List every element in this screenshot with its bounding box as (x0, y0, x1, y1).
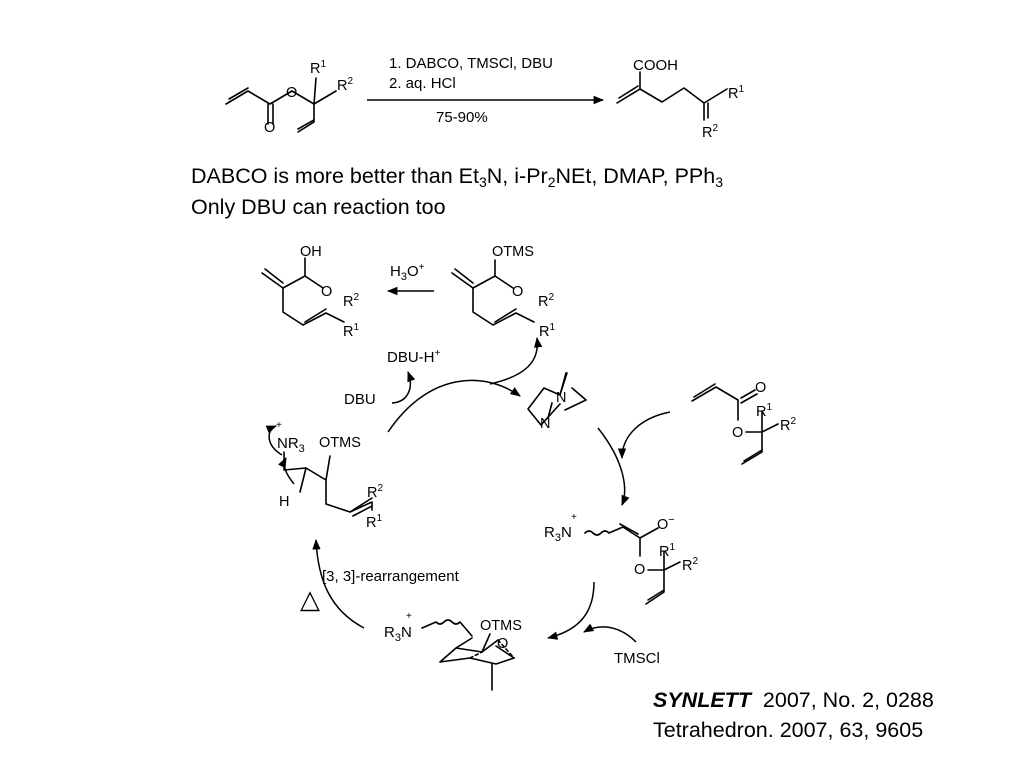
carbonyl-oxygen-label: O (264, 120, 275, 136)
dbu-h-label: DBU-H+ (387, 348, 441, 366)
ts-otms-label: OTMS (480, 618, 522, 634)
note-sub-3: 3 (715, 174, 724, 190)
left-r1-label: R1 (366, 513, 382, 531)
reference-line-1: SYNLETT 2007, No. 2, 0288 (653, 686, 934, 714)
silyl-ester-intermediate: OTMS O R2 R1 (451, 244, 555, 340)
substrate-r2-label: R2 (780, 416, 796, 434)
ester-oxygen-label: O (286, 85, 297, 101)
substrate-o-label: O (755, 380, 766, 396)
michael-addition-arrow (597, 427, 630, 506)
product-acid: COOH R1 R2 (616, 57, 744, 141)
enolate-charge-plus: + (571, 512, 577, 523)
ammonium-enolate: R3N + O− O R1 R2 (544, 512, 698, 605)
heat-triangle-icon: △ (300, 584, 320, 614)
silyl-r1-label: R1 (539, 322, 555, 340)
rearrangement-arrow (312, 538, 365, 629)
dabco-n1-label: N (556, 390, 566, 406)
elimination-arrow-1 (265, 425, 283, 456)
enolate-r3n-label: R3N (544, 524, 572, 544)
enolate-r2-label: R2 (682, 556, 698, 574)
left-h-label: H (279, 494, 289, 510)
silylation-arrow (546, 581, 595, 640)
acid-oh-label: OH (300, 244, 322, 260)
acid-o-label: O (321, 284, 332, 300)
elimination-arrow-2 (278, 457, 295, 485)
silyl-o-label: O (512, 284, 523, 300)
silyl-r2-label: R2 (538, 292, 554, 310)
dabco-structure: N N (527, 372, 587, 432)
r2-label: R2 (337, 76, 353, 94)
dbu-label: DBU (344, 391, 376, 408)
note-sub-2: 2 (547, 174, 556, 190)
substrate-o2-label: O (732, 425, 743, 441)
tmscl-arrow (583, 623, 637, 643)
note-text-1: DABCO is more better than Et (191, 164, 479, 188)
tmscl-label: TMSCl (614, 650, 660, 667)
reagent-step2: 2. aq. HCl (389, 75, 456, 92)
starting-ester: O O R1 R2 (225, 59, 353, 136)
substrate-addition-arrow (617, 411, 671, 460)
note-sub-1: 3 (478, 174, 487, 190)
product-r1-label: R1 (728, 84, 744, 102)
enolate-o-label: O (634, 562, 645, 578)
dbu-note: Only DBU can reaction too (191, 195, 446, 219)
reagent-step1: 1. DABCO, TMSCl, DBU (389, 55, 553, 72)
dbu-protonation-arrow (391, 371, 416, 404)
substrate-ester: O O R1 R2 (691, 380, 796, 465)
citation-1: 2007, No. 2, 0288 (762, 688, 934, 712)
carboxylic-acid-product: OH O R2 R1 (261, 244, 359, 340)
ts-charge-plus: + (406, 611, 412, 622)
silyl-otms-label: OTMS (492, 244, 534, 260)
yield-label: 75-90% (436, 109, 488, 126)
rearrangement-label: [3, 3]-rearrangement (322, 568, 460, 585)
product-r2-label: R2 (702, 123, 718, 141)
enolate-oxide-label: O− (657, 514, 675, 533)
acid-r2-label: R2 (343, 292, 359, 310)
left-otms-label: OTMS (319, 435, 361, 451)
reference-line-2: Tetrahedron. 2007, 63, 9605 (653, 718, 924, 742)
comparison-note: DABCO is more better than Et3N, i-Pr2NEt… (191, 162, 723, 190)
left-nr3-label: NR3 (277, 435, 305, 455)
hydrolysis-reagent: H3O+ (390, 262, 425, 283)
acid-r1-label: R1 (343, 322, 359, 340)
substrate-r1-label: R1 (756, 402, 772, 420)
journal-name: SYNLETT (653, 688, 751, 712)
dabco-n2-label: N (540, 416, 550, 432)
cooh-label: COOH (633, 57, 678, 74)
note-text-2: N, i-Pr (486, 164, 548, 188)
silylation-out-arrow (489, 336, 543, 385)
enolate-r1-label: R1 (659, 542, 675, 560)
ts-r3n-label: R3N (384, 624, 412, 644)
chair-transition-state: R3N + OTMS O (384, 611, 522, 691)
left-charge-plus: + (276, 420, 282, 431)
dabco-release-arrow (387, 379, 521, 433)
r1-label: R1 (310, 59, 326, 77)
ts-o-label: O (497, 636, 508, 652)
left-r2-label: R2 (367, 483, 383, 501)
note-text-3: NEt, DMAP, PPh (555, 164, 716, 188)
ammonium-elimination-intermediate: + NR3 OTMS H R2 R1 (265, 420, 383, 531)
